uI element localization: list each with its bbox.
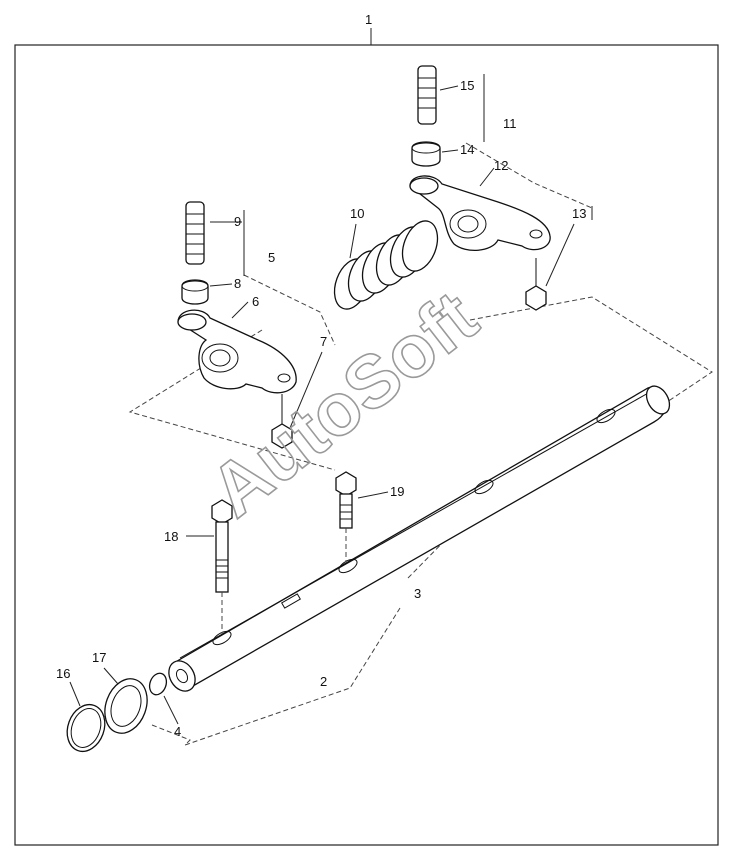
nut-8 (181, 279, 209, 305)
bolt-18 (211, 499, 233, 634)
snap-ring-16 (66, 703, 106, 753)
callout-13: 13 (572, 206, 586, 221)
callout-10: 10 (350, 206, 364, 221)
callout-7: 7 (320, 334, 327, 349)
callout-15: 15 (460, 78, 474, 93)
stud-9 (185, 201, 205, 265)
plug-4 (148, 672, 168, 696)
adjusting-screw-7 (271, 394, 293, 449)
callout-18: 18 (164, 529, 178, 544)
diagram-frame (14, 44, 719, 846)
callout-1: 1 (365, 12, 372, 27)
callout-4: 4 (174, 724, 181, 739)
callout-8: 8 (234, 276, 241, 291)
callout-19: 19 (390, 484, 404, 499)
rocker-shaft (168, 385, 671, 692)
callout-6: 6 (252, 294, 259, 309)
spring-10 (333, 220, 439, 310)
rocker-arm-12 (409, 175, 551, 251)
adjusting-screw-13 (525, 258, 547, 311)
callout-16: 16 (56, 666, 70, 681)
callout-5: 5 (268, 250, 275, 265)
callout-12: 12 (494, 158, 508, 173)
callout-2: 2 (320, 674, 327, 689)
callout-3: 3 (414, 586, 421, 601)
callout-17: 17 (92, 650, 106, 665)
callout-11: 11 (503, 116, 517, 131)
nut-14 (411, 141, 441, 167)
washer-17 (104, 678, 148, 734)
rocker-arm-6 (177, 309, 297, 394)
stud-15 (417, 65, 437, 125)
bolt-19 (335, 471, 357, 562)
callout-9: 9 (234, 214, 241, 229)
callout-14: 14 (460, 142, 474, 157)
